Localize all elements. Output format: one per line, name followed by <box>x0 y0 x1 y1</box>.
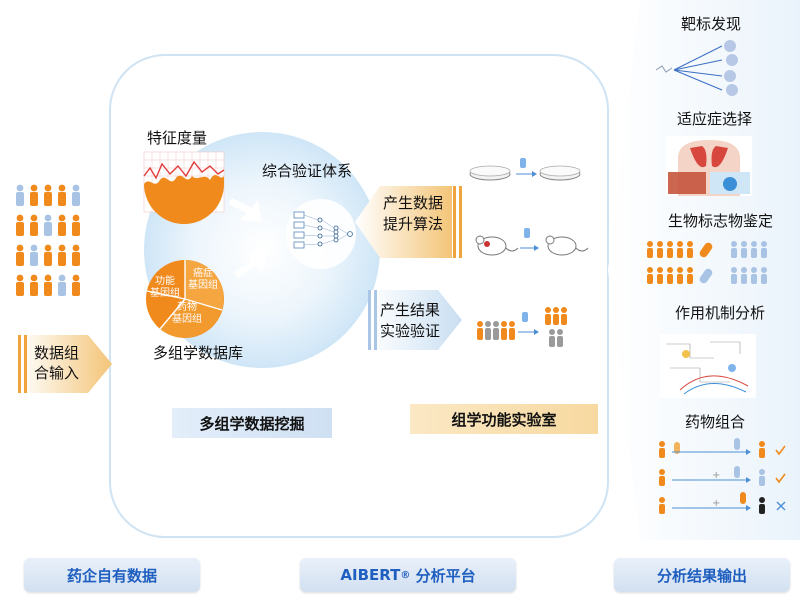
feature-chart-icon <box>143 151 225 224</box>
svg-text:+: + <box>712 470 720 481</box>
validation-system-label: 综合验证体系 <box>262 162 353 180</box>
pharma-data-button[interactable]: 药企自有数据 <box>24 558 200 592</box>
patient-cohort-icon <box>477 307 567 347</box>
indication-body-icon <box>666 136 752 196</box>
pie-label-cancer: 癌症基因组 <box>188 268 218 291</box>
omics-lab-tag: 组学功能实验室 <box>410 404 598 434</box>
multiomics-mining-tag: 多组学数据挖掘 <box>172 408 332 438</box>
target-discovery-icon <box>655 40 738 96</box>
biomarker-label: 生物标志物鉴定 <box>668 212 774 230</box>
mechanism-pathway-icon <box>660 334 756 398</box>
aibert-platform-button[interactable]: AIBERT® 分析平台 <box>300 558 516 592</box>
feature-measure-label: 特征度量 <box>147 129 208 147</box>
pie-label-functional: 功能基因组 <box>150 276 180 299</box>
output-panel <box>608 0 800 540</box>
pie-label-drug: 药物基因组 <box>172 302 202 325</box>
mouse-model-icon <box>475 228 589 256</box>
drug-combination-icon: ++ <box>659 438 786 514</box>
multiomics-db-label: 多组学数据库 <box>153 344 244 362</box>
neural-network-icon <box>286 199 356 269</box>
petri-dish-icon <box>469 158 581 181</box>
data-algorithm-label: 产生数据提升算法 <box>383 194 444 233</box>
people-grid-icon <box>16 184 80 296</box>
data-input-label: 数据组合输入 <box>34 344 80 382</box>
drug-combination-label: 药物组合 <box>685 413 746 431</box>
omics-pie-chart <box>146 260 224 338</box>
mechanism-label: 作用机制分析 <box>675 304 766 322</box>
input-arrow <box>18 335 112 393</box>
indication-selection-label: 适应症选择 <box>677 110 753 128</box>
data-algo-arrow <box>355 186 452 258</box>
result-validation-label: 产生结果实验验证 <box>380 301 441 340</box>
biomarker-icon <box>647 241 767 284</box>
result-arrow <box>368 290 462 350</box>
svg-text:+: + <box>712 498 720 509</box>
analysis-output-button[interactable]: 分析结果输出 <box>614 558 790 592</box>
target-discovery-label: 靶标发现 <box>681 15 742 33</box>
